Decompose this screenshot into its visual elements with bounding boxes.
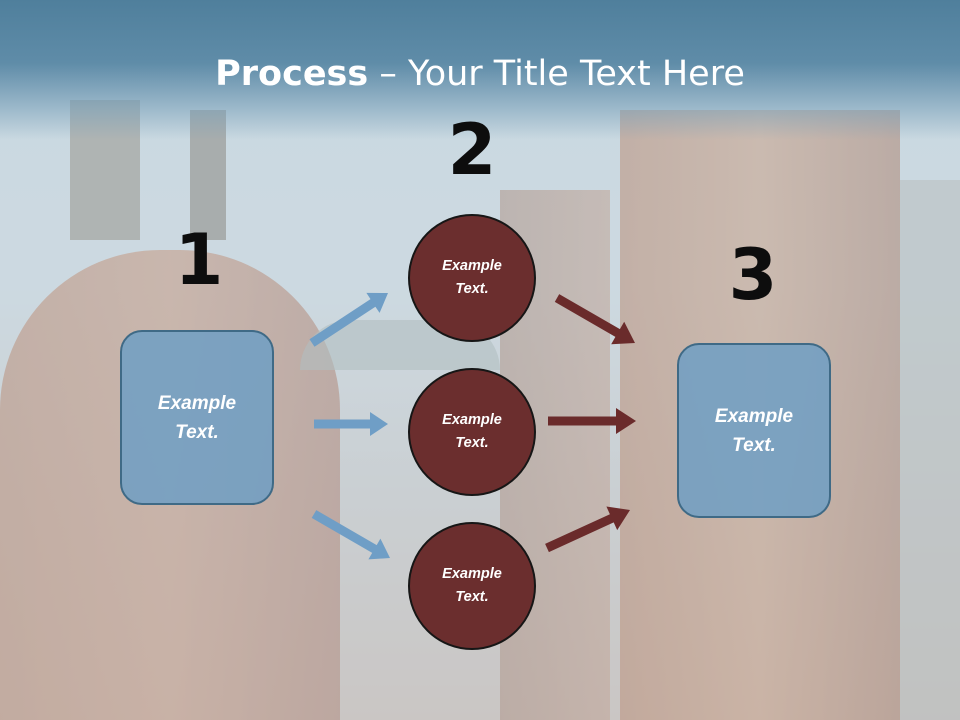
circle-bottom-line1: Example (442, 566, 502, 582)
red-arrows (545, 294, 636, 553)
step-number-3: 3 (728, 234, 778, 316)
circle-bottom-line2: Text. (455, 589, 489, 605)
circle-top-line1: Example (442, 258, 502, 274)
arrow-left-to-bottom (311, 510, 390, 560)
left-box-line2: Text. (175, 421, 219, 443)
circle-middle[interactable]: Example Text. (408, 368, 536, 496)
left-box[interactable]: Example Text. (120, 330, 274, 505)
title-bar (0, 0, 960, 140)
circle-top-line2: Text. (455, 281, 489, 297)
step-number-1: 1 (174, 219, 224, 301)
right-box-line1: Example (714, 405, 794, 427)
right-box-text: Example Text. (715, 402, 793, 460)
circle-middle-line2: Text. (455, 435, 489, 451)
circle-bottom[interactable]: Example Text. (408, 522, 536, 650)
right-box[interactable]: Example Text. (677, 343, 831, 518)
circle-middle-line1: Example (442, 412, 502, 428)
circle-top-text: Example Text. (442, 255, 502, 301)
circle-top[interactable]: Example Text. (408, 214, 536, 342)
arrow-left-to-top (309, 292, 388, 347)
circle-bottom-text: Example Text. (442, 563, 502, 609)
left-box-text: Example Text. (158, 389, 236, 447)
circle-middle-text: Example Text. (442, 409, 502, 455)
arrow-top-to-right (554, 294, 635, 345)
slide-title: Process – Your Title Text Here (0, 52, 960, 96)
arrow-middle-to-right (548, 408, 636, 434)
title-bold: Process (215, 54, 369, 94)
arrow-bottom-to-right (545, 506, 630, 553)
scaffold-right (900, 180, 960, 720)
left-box-line1: Example (157, 392, 237, 414)
right-box-line2: Text. (732, 434, 776, 456)
step-number-2: 2 (447, 109, 497, 191)
title-rest: – Your Title Text Here (368, 54, 745, 94)
arrow-left-to-middle (314, 412, 388, 436)
blue-arrows (309, 292, 390, 560)
